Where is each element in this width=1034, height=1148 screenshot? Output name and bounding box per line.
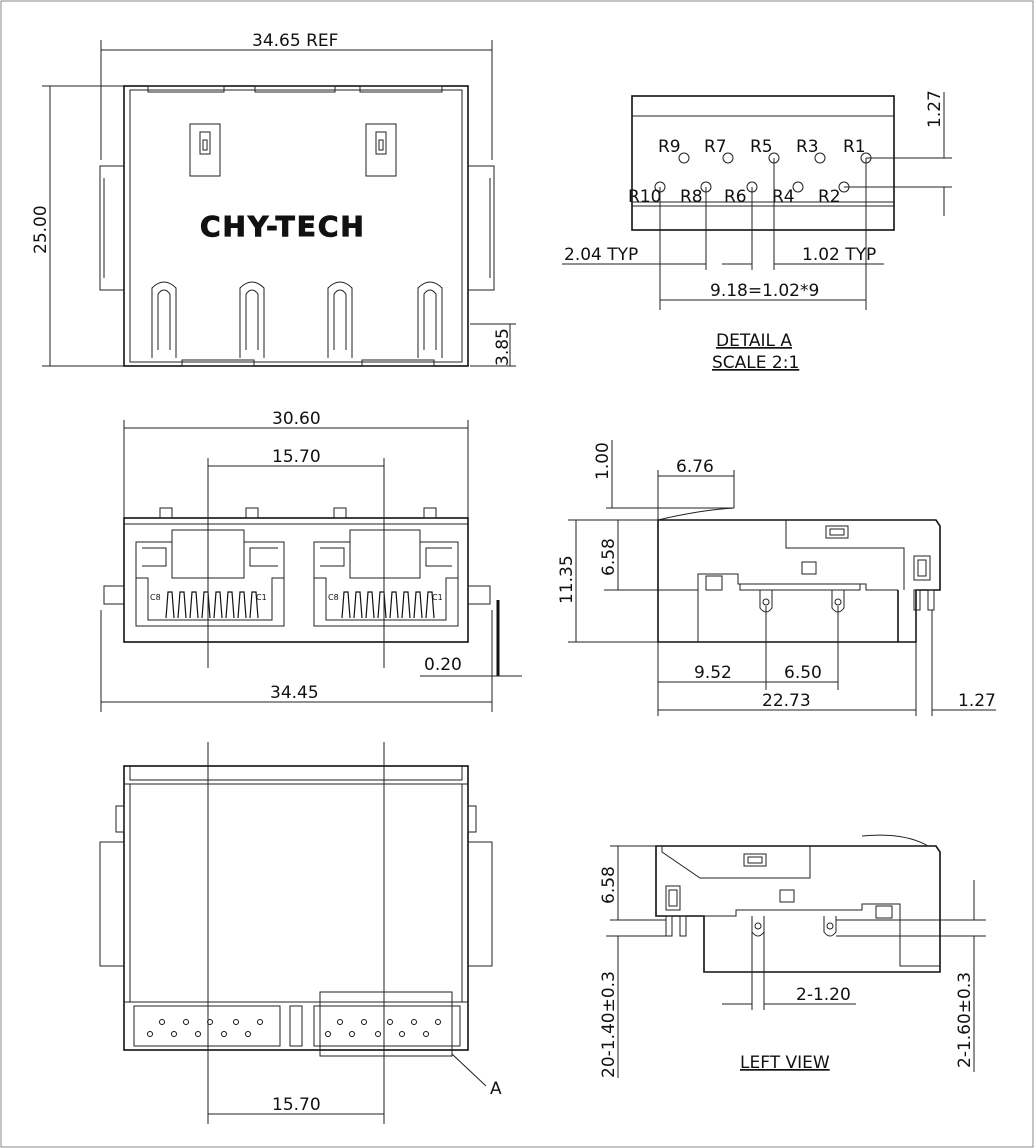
latch-slots — [151, 281, 443, 358]
pin-label-r9: R9 — [658, 137, 681, 157]
dim-detail-row-gap: 1.27 — [925, 90, 945, 128]
dim-side-pin: 1.27 — [958, 691, 996, 711]
dim-detail-pitch-right: 1.02 TYP — [802, 245, 876, 265]
contact-label-c8-right: C8 — [328, 593, 339, 602]
dim-side-top: 1.00 — [593, 442, 613, 480]
left-view: 6.58 20-1.40±0.3 2-1.20 2-1.60±0.3 LEFT … — [599, 834, 986, 1078]
dim-left-height: 6.58 — [599, 866, 619, 904]
dim-left-pins: 2-1.20 — [796, 985, 851, 1005]
detail-callout: A — [490, 1079, 502, 1099]
dim-side-depth: 22.73 — [762, 691, 811, 711]
contact-label-c8-left: C8 — [150, 593, 161, 602]
pin-label-r6: R6 — [724, 187, 747, 207]
led-window-left-icon — [189, 123, 221, 177]
contact-label-c1-right: C1 — [432, 593, 443, 602]
side-view: 1.00 6.76 11.35 6.58 9.52 6.50 22.73 1.2… — [557, 440, 996, 716]
dim-side-upper: 6.58 — [599, 538, 619, 576]
dim-top-height: 25.00 — [31, 205, 51, 254]
dim-front-width: 30.60 — [272, 409, 321, 429]
dim-front-overall: 34.45 — [270, 683, 319, 703]
bottom-view: 15.70 A — [99, 742, 502, 1124]
led-window-right-icon — [365, 123, 397, 177]
dim-detail-total: 9.18=1.02*9 — [710, 281, 819, 301]
top-view: CHY-TECH 34.65 REF 25.00 3.85 — [31, 31, 516, 367]
front-view: C8 C1 C8 C1 — [100, 409, 522, 712]
dim-top-tab: 3.85 — [493, 328, 513, 366]
pin-label-r5: R5 — [750, 137, 773, 157]
dim-side-height: 11.35 — [557, 555, 577, 604]
dim-front-ports: 15.70 — [272, 447, 321, 467]
pin-label-r2: R2 — [818, 187, 841, 207]
rj45-port-left: C8 C1 — [135, 529, 285, 627]
detail-scale: SCALE 2:1 — [712, 353, 799, 373]
pin-label-r8: R8 — [680, 187, 703, 207]
dim-front-gap: 0.20 — [424, 655, 462, 675]
contact-label-c1-left: C1 — [256, 593, 267, 602]
left-view-title: LEFT VIEW — [740, 1053, 830, 1073]
brand-logo: CHY-TECH — [200, 210, 366, 243]
detail-title: DETAIL A — [716, 331, 792, 351]
dim-left-pin-len1: 20-1.40±0.3 — [599, 971, 619, 1078]
pin-label-r7: R7 — [704, 137, 727, 157]
pin-label-r4: R4 — [772, 187, 795, 207]
dim-side-b: 6.50 — [784, 663, 822, 683]
pin-label-r1: R1 — [843, 137, 866, 157]
detail-a: R9 R7 R5 R3 R1 R10 R8 R6 R4 R2 1.27 2.04… — [562, 90, 952, 373]
dim-detail-pitch-left: 2.04 TYP — [564, 245, 638, 265]
dim-side-top-len: 6.76 — [676, 457, 714, 477]
dim-bottom-ports: 15.70 — [272, 1095, 321, 1115]
dim-top-width: 34.65 REF — [252, 31, 338, 51]
rj45-port-right: C8 C1 — [313, 529, 459, 627]
pin-label-r10: R10 — [628, 187, 661, 207]
dim-side-a: 9.52 — [694, 663, 732, 683]
dim-left-pin-len2: 2-1.60±0.3 — [955, 972, 975, 1068]
pin-label-r3: R3 — [796, 137, 819, 157]
